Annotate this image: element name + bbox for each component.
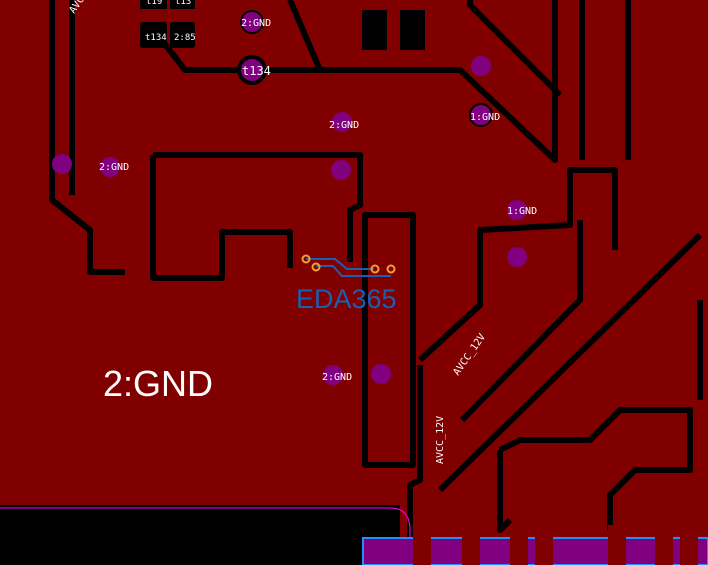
signal-traces	[301, 254, 396, 277]
pad-label: 2:85	[174, 33, 196, 43]
net-label: 2:GND	[99, 162, 129, 173]
net-label-large: 2:GND	[103, 363, 213, 404]
connector-fingers	[413, 520, 698, 565]
pad-label: t13	[175, 0, 191, 7]
watermark: EDA365	[296, 284, 397, 314]
board-cutout	[0, 505, 400, 565]
board-outline	[0, 507, 411, 565]
net-label: 2:GND	[322, 372, 352, 383]
vias	[52, 10, 527, 385]
pad-label: t19	[146, 0, 162, 7]
net-label: t134	[242, 64, 271, 78]
net-label: 1:GND	[470, 112, 500, 123]
net-label: 2:GND	[241, 18, 271, 29]
pad-icon	[386, 264, 396, 274]
smd-pads	[140, 0, 425, 50]
net-label: AVCC_12V	[435, 416, 446, 464]
pad-icon	[301, 254, 311, 264]
pad-label: t134	[145, 33, 167, 43]
pad-icon	[311, 262, 321, 272]
pad-icon	[370, 264, 380, 274]
net-label: 2:GND	[329, 120, 359, 131]
net-label: 1:GND	[507, 206, 537, 217]
